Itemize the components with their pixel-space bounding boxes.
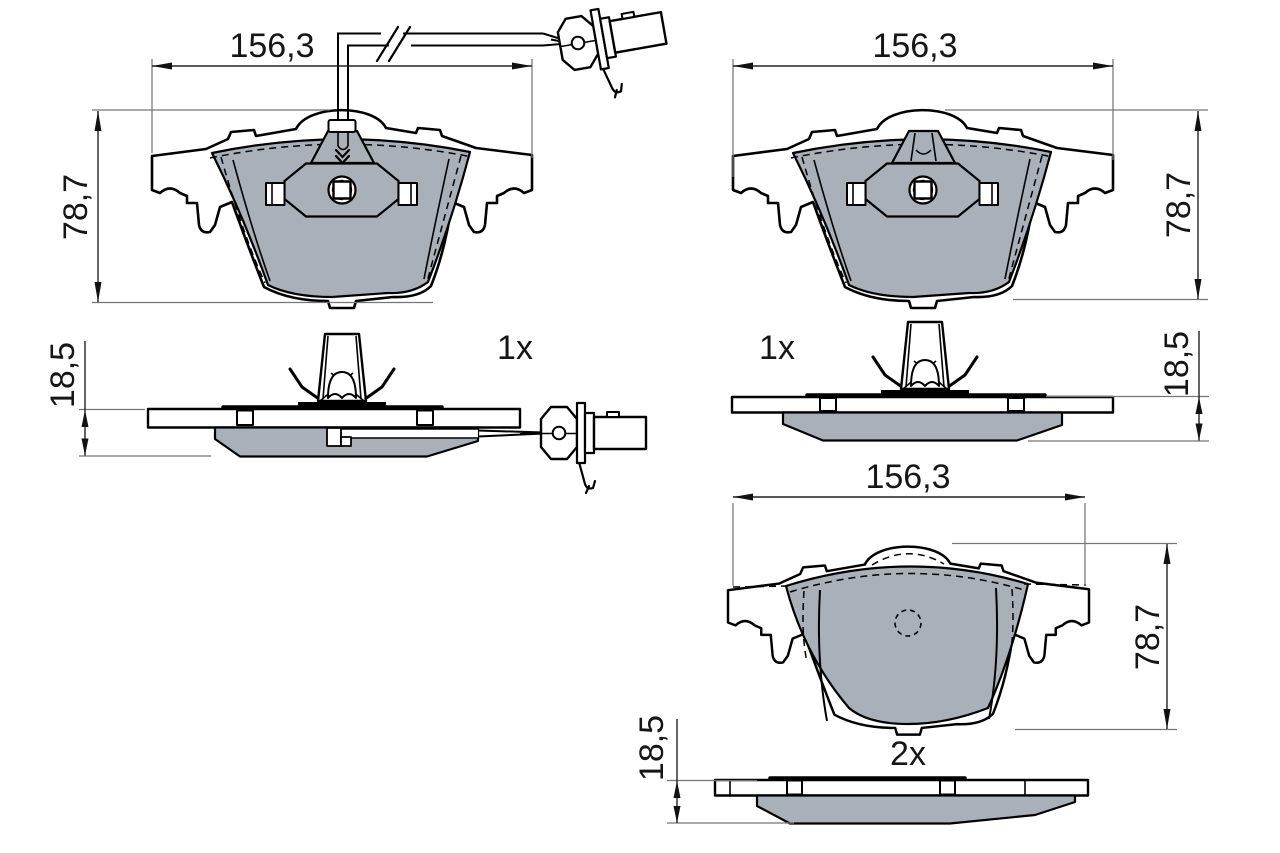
quantity-label: 2x xyxy=(890,735,926,773)
sensor-wire-side xyxy=(477,429,545,438)
dim-width-label: 156,3 xyxy=(872,27,957,65)
view-rear: 156,3 78,7 2x xyxy=(726,458,1177,773)
sensor-recess xyxy=(326,427,342,447)
dim-thickness-label: 18,5 xyxy=(44,342,82,408)
wire-collar xyxy=(327,119,357,133)
backplate-side xyxy=(730,395,1115,414)
view-rear-side: 18,5 xyxy=(633,715,1090,825)
friction-rear xyxy=(784,565,1030,726)
backplate-seams xyxy=(729,780,1026,796)
sensor-recess-step xyxy=(340,436,352,447)
dimension-thickness-side-sensor: 18,5 xyxy=(44,341,211,457)
rear-dashed-right xyxy=(1008,588,1014,661)
lug-left xyxy=(236,409,254,426)
backplate-side xyxy=(713,778,1090,797)
dimension-height-rear: 78,7 xyxy=(952,542,1177,731)
dim-height-label: 78,7 xyxy=(57,174,95,240)
dim-thickness-label: 18,5 xyxy=(633,715,671,781)
rear-edge-left xyxy=(817,589,828,722)
dimension-width-front-plain: 156,3 xyxy=(732,27,1114,177)
view-front-plain: 156,3 78,7 xyxy=(733,27,1208,308)
dimension-thickness-side-plain: 18,5 xyxy=(1028,331,1209,442)
ear-dashed-lines xyxy=(732,583,1087,588)
dimension-thickness-rear-side: 18,5 xyxy=(633,715,794,824)
friction-side xyxy=(755,794,1077,825)
dim-thickness-label: 18,5 xyxy=(1158,331,1196,397)
rear-edge-right xyxy=(988,587,999,720)
view-side-plain: 18,5 1x xyxy=(730,322,1209,442)
dimension-height-front-sensor: 78,7 xyxy=(57,109,433,304)
lug-right xyxy=(416,409,434,426)
rear-dashed-left xyxy=(802,590,808,663)
lug-right xyxy=(939,779,956,796)
rear-dashed-top xyxy=(789,572,1025,593)
backplate-side xyxy=(146,407,522,429)
view-front-with-sensor: 156,3 78,7 xyxy=(57,0,676,308)
dimension-height-front-plain: 78,7 xyxy=(945,109,1208,301)
empty-socket-lines xyxy=(910,132,937,162)
dimension-width-rear: 156,3 xyxy=(732,458,1086,586)
dimension-width-front-sensor: 156,3 xyxy=(151,27,533,158)
lug-left xyxy=(819,397,837,412)
dome-dashed-arc xyxy=(871,553,945,566)
view-side-with-sensor: 18,5 1x xyxy=(44,329,648,495)
wire-break-symbol xyxy=(375,25,412,63)
quantity-label: 1x xyxy=(759,329,795,367)
lug-right xyxy=(1007,397,1025,412)
dim-height-label: 78,7 xyxy=(1160,172,1198,238)
dim-width-label: 156,3 xyxy=(865,458,950,496)
friction-side xyxy=(781,411,1064,442)
wire-stub xyxy=(337,132,349,151)
sensor-arrow xyxy=(334,148,351,165)
quantity-label: 1x xyxy=(497,329,533,367)
dim-width-label: 156,3 xyxy=(229,27,314,65)
dim-height-label: 78,7 xyxy=(1129,604,1167,670)
lug-left xyxy=(786,779,803,796)
wire-channel xyxy=(333,429,478,438)
hub-circle-dashed xyxy=(894,609,922,637)
sensor-wire xyxy=(337,25,562,121)
